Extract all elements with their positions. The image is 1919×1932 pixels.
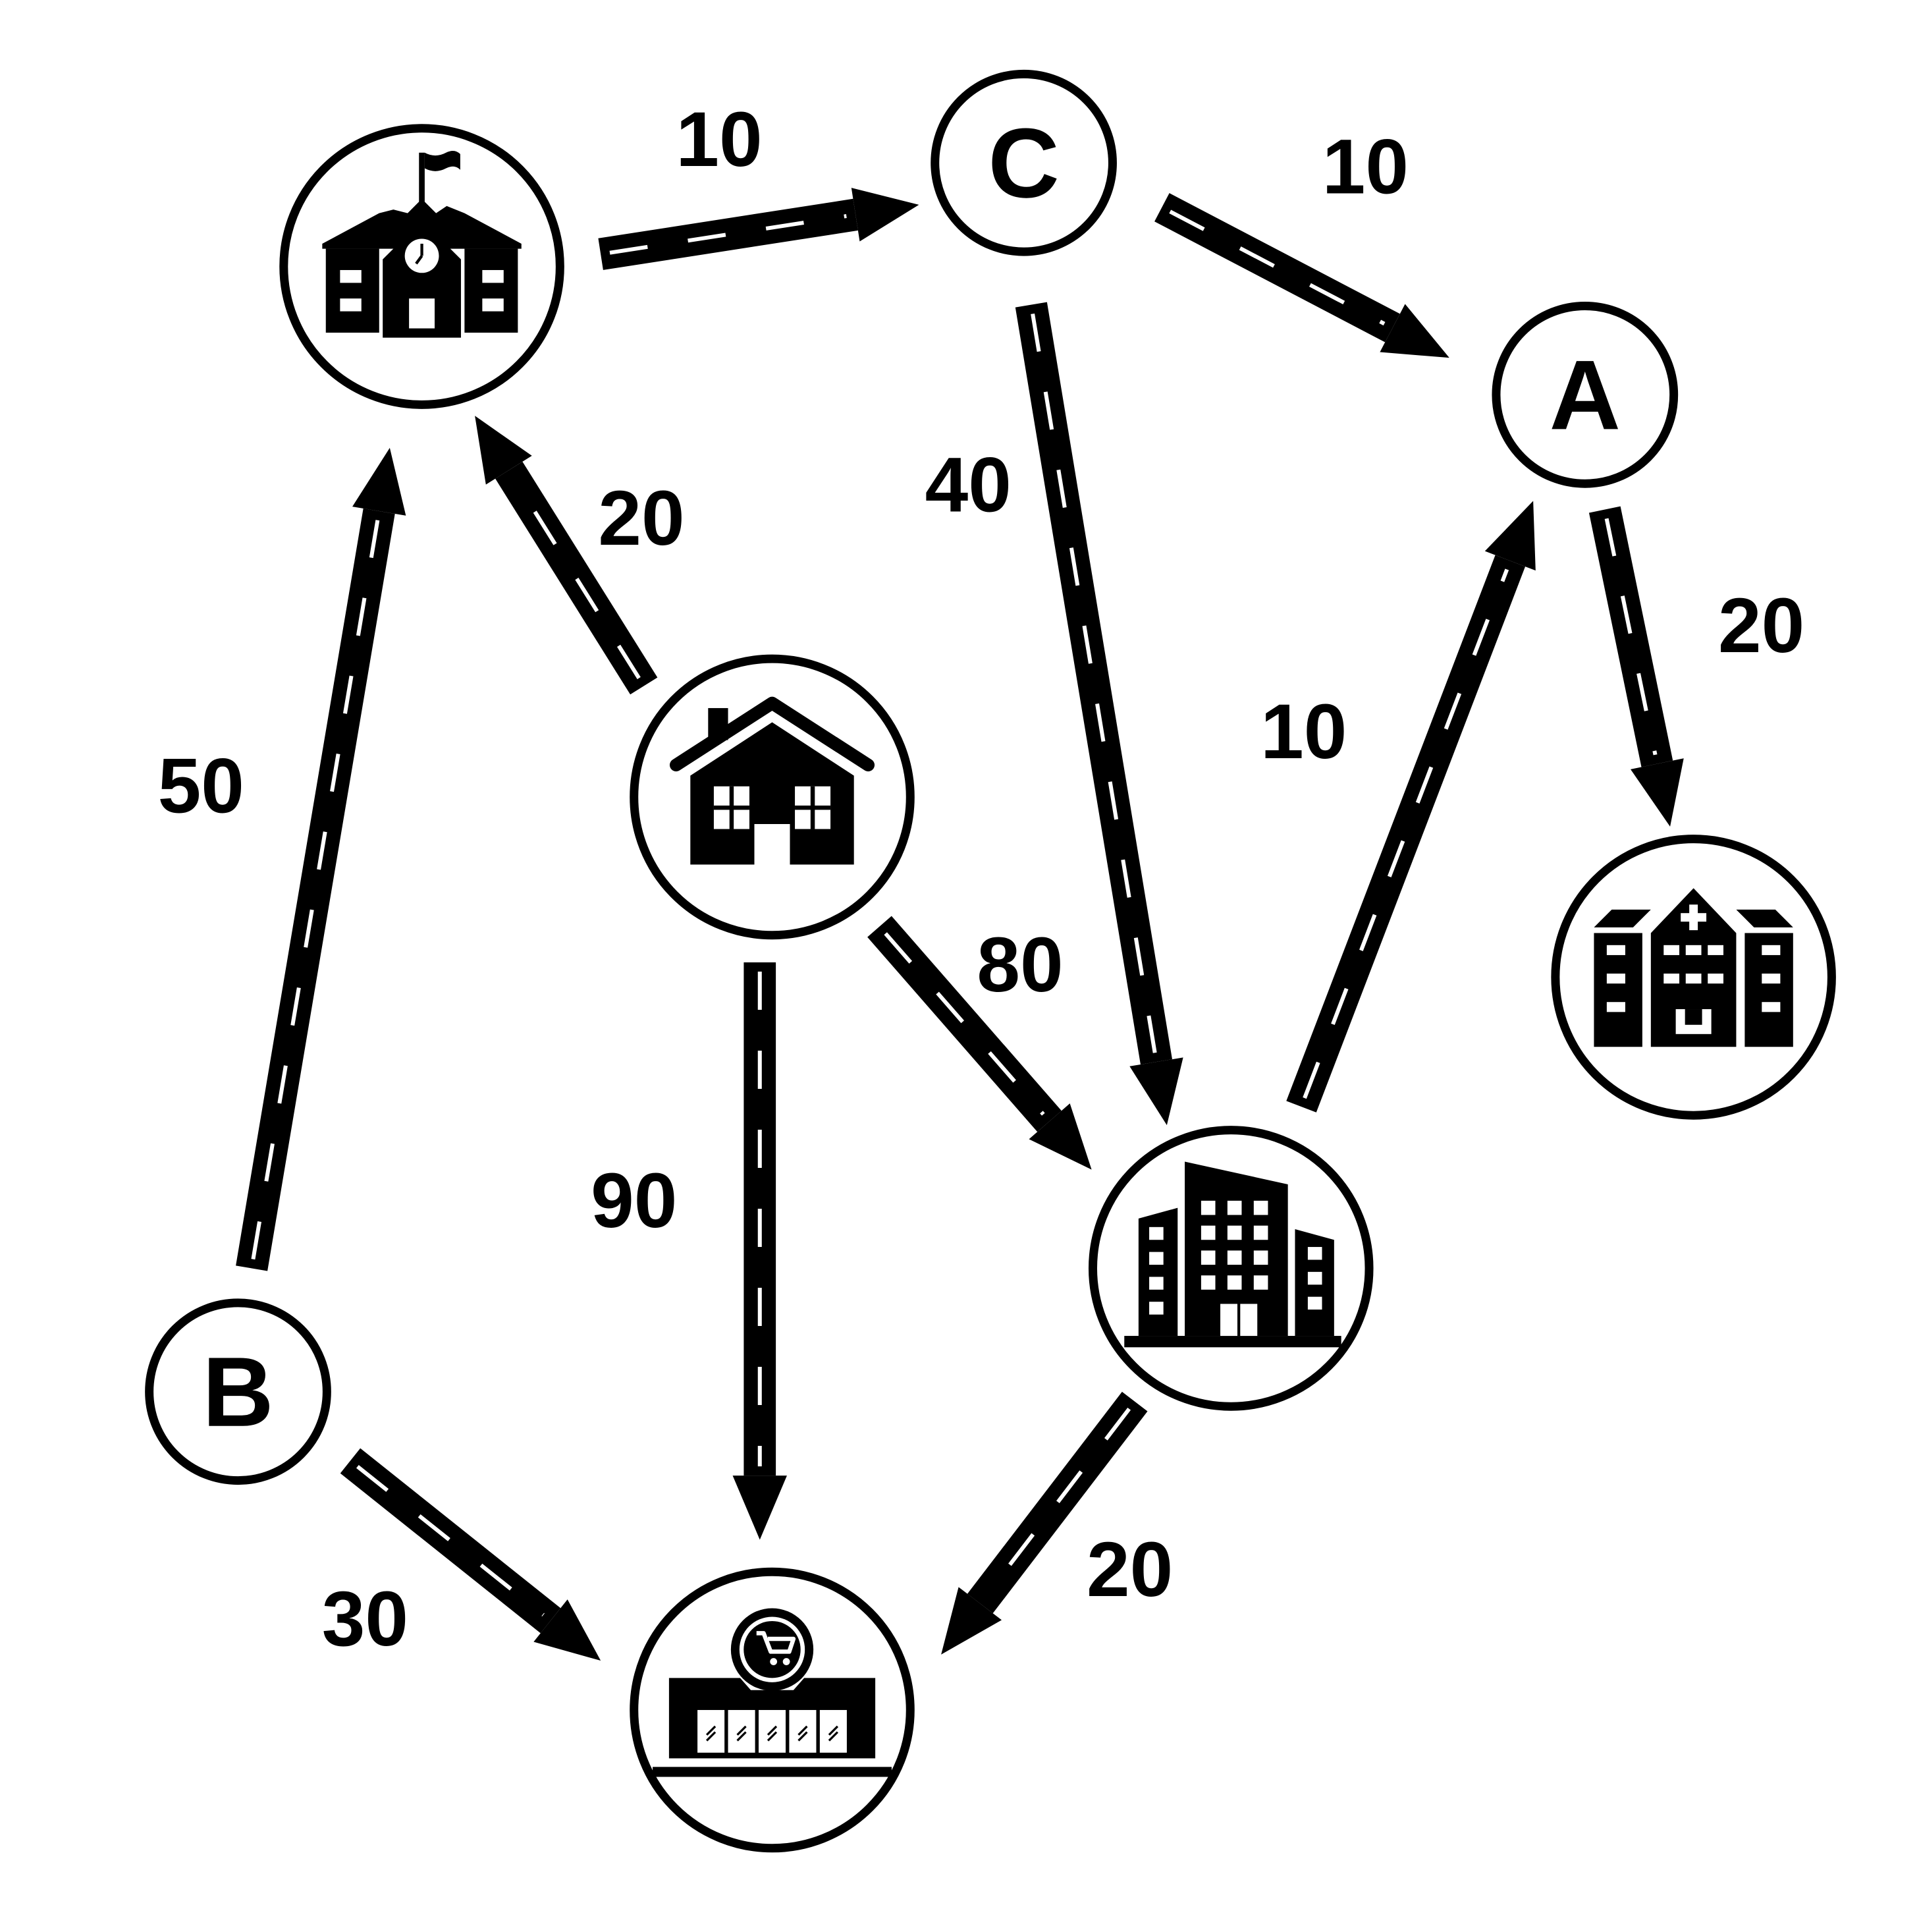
edge-weight-label: 10	[676, 96, 762, 183]
road-edge-c-to-office	[1015, 302, 1183, 1126]
arrow-head	[941, 1587, 1002, 1655]
node-circle	[145, 1298, 331, 1485]
edge-weight-label: 20	[1087, 1526, 1173, 1613]
edge-weight-label: 20	[598, 475, 684, 562]
node-c: C	[931, 69, 1117, 256]
edge-weight-label: 20	[1718, 582, 1804, 669]
arrow-head	[475, 416, 532, 485]
edge-weight-label: 40	[925, 442, 1012, 529]
arrow-head	[732, 1476, 787, 1540]
node-letter-a: A	[1550, 339, 1621, 450]
arrow-head	[533, 1599, 601, 1661]
road-body	[1286, 555, 1526, 1113]
node-office	[1088, 1126, 1374, 1411]
road-body	[598, 198, 858, 270]
node-house	[630, 654, 915, 940]
arrow-head	[1631, 758, 1684, 827]
node-circle	[931, 69, 1117, 256]
hospital-icon	[1594, 888, 1793, 1047]
road-edge-school-to-c	[598, 188, 919, 270]
road-body	[1588, 506, 1673, 767]
weights-layer: 10 10 40 20 50 10 20 80 90 30 20	[158, 96, 1805, 1663]
node-mall	[630, 1567, 915, 1853]
arrow-head	[1129, 1057, 1183, 1126]
edge-weight-label: 80	[977, 922, 1063, 1008]
nodes-layer: C A B	[145, 69, 1836, 1853]
road-edge-office-to-mall	[941, 1391, 1148, 1655]
arrow-head	[851, 188, 919, 242]
node-circle	[1492, 302, 1679, 488]
road-lane-dashes	[1303, 568, 1509, 1099]
road-edge-b-to-mall	[340, 1448, 601, 1661]
road-edge-house-to-school	[475, 416, 658, 695]
edge-weight-label: 10	[1260, 688, 1347, 775]
node-b: B	[145, 1298, 331, 1485]
road-body	[1154, 193, 1400, 343]
road-lane-dashes	[251, 520, 380, 1260]
edge-weight-label: 10	[1322, 123, 1409, 210]
road-body	[236, 508, 395, 1271]
arrow-head	[1029, 1103, 1092, 1170]
edge-weight-label: 50	[158, 743, 244, 830]
road-edge-c-to-a	[1154, 193, 1449, 358]
road-edge-a-to-hospital	[1588, 506, 1684, 827]
node-letter-c: C	[988, 107, 1059, 218]
road-body	[495, 461, 658, 695]
road-edge-office-to-a	[1286, 501, 1536, 1113]
arrow-head	[1484, 501, 1536, 571]
arrow-head	[352, 447, 406, 516]
edges-layer	[236, 188, 1684, 1661]
node-a: A	[1492, 302, 1679, 488]
road-edge-house-to-mall	[732, 962, 787, 1540]
node-school	[279, 124, 564, 409]
node-letter-b: B	[202, 1337, 273, 1447]
node-hospital	[1551, 835, 1836, 1120]
road-edge-house-to-office	[867, 916, 1092, 1170]
road-body	[967, 1391, 1148, 1614]
edge-weight-label: 30	[322, 1576, 408, 1663]
road-body	[1015, 302, 1172, 1065]
road-edge-b-to-school	[236, 447, 406, 1271]
arrow-head	[1380, 304, 1449, 358]
edge-weight-label: 90	[591, 1157, 677, 1244]
